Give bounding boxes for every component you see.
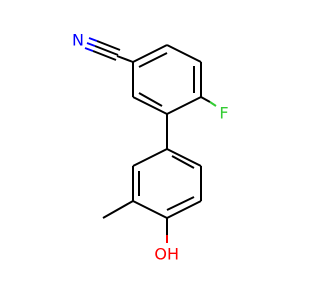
atom-label-oh: OH [154,245,179,264]
bond-cf [200,96,211,103]
triple-bond-line-3b [96,40,121,51]
ring1-bond-1 [132,44,168,63]
triple-bond-line-2b [92,50,117,61]
nitrile-triple-bond [84,37,121,61]
lower-benzene-ring [132,148,202,219]
ring2-bond-4 [132,200,168,219]
triple-bond-line-2 [84,47,94,52]
bond-methyl [102,200,134,219]
ring2-bond-1 [166,148,202,167]
ring2-bond-6 [132,148,168,167]
ring2-double-1 [171,155,195,169]
ring2-double-2 [166,196,195,211]
ring1-bond-2 [166,44,202,63]
ring1-bond-4 [166,96,202,115]
upper-benzene-ring [132,44,202,115]
bond-cn-ring [116,55,134,63]
bond-cf-colored [209,101,217,107]
ring2-bond-3 [166,200,202,219]
triple-bond-line-3 [88,37,98,42]
ring1-bond-5 [132,96,168,115]
molecule-structure: N F OH [72,31,229,264]
atom-label-f: F [219,104,228,123]
ring1-double-1 [138,52,168,68]
triple-bond-line-1 [86,42,96,47]
triple-bond-line-1b [94,45,119,56]
ring1-double-3 [138,92,163,107]
atom-label-n: N [72,31,84,50]
